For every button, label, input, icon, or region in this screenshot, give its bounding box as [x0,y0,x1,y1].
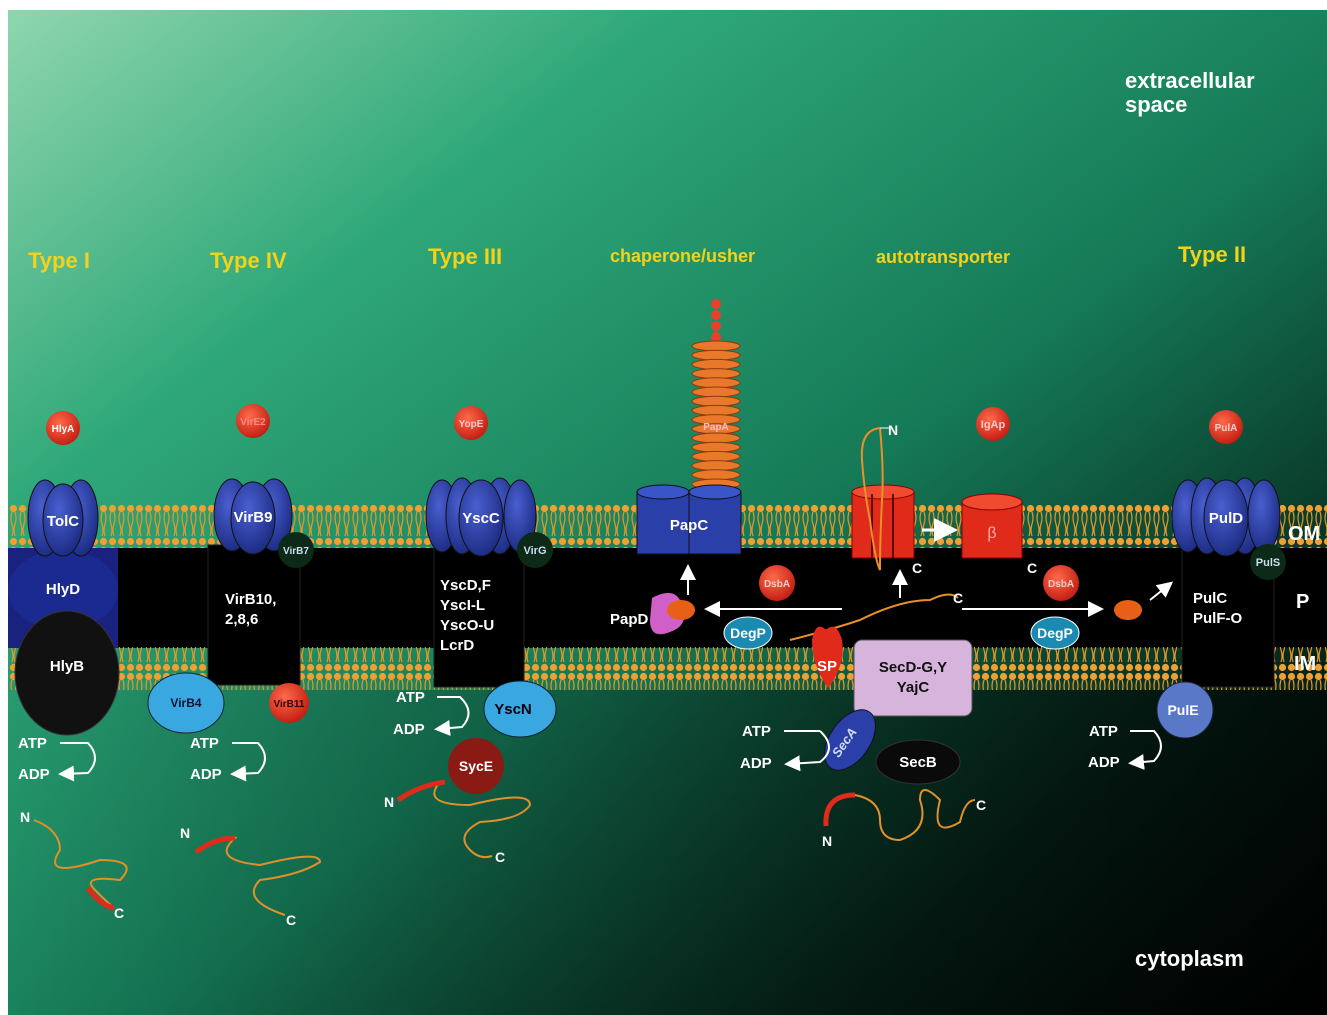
ysc-label-3: YscO-U [440,617,494,634]
type3-atp: ATP [396,689,425,706]
type3-adp: ADP [393,721,425,738]
type3-c-terminus: C [495,849,505,865]
type1-c-terminus: C [114,905,124,921]
secdg-label-1: SecD-G,Y [879,659,947,676]
ysc-label-1: YscD,F [440,577,491,594]
secdg-shape [854,640,972,716]
degp-right-label: DegP [1037,625,1073,641]
sec-adp: ADP [740,755,772,772]
autotransporter-c-beta: C [1027,560,1037,576]
om-label: OM [1288,523,1320,545]
pulc-label-1: PulC [1193,590,1227,607]
papa-label: PapA [703,422,729,433]
virb9-label: VirB9 [234,509,273,526]
hlyb-label: HlyB [50,658,84,675]
type4-n-terminus: N [180,825,190,841]
type2-atp: ATP [1089,723,1118,740]
dsba-right-label: DsbA [1048,579,1074,590]
im-label: IM [1294,653,1316,675]
pilus-rod [692,359,740,369]
autotransporter-title: autotransporter [876,247,1010,267]
cytoplasm-label: cytoplasm [1135,946,1244,971]
pilus-rod [692,387,740,397]
ysc-box [434,545,524,687]
pilus-rod [692,461,740,471]
puld-lobe-4 [1248,480,1280,552]
pilus-rod [692,433,740,443]
pilus-tip-1 [711,299,721,309]
type3-title: Type III [428,244,502,269]
pilus-rod [692,470,740,480]
virb7-label: VirB7 [283,546,309,557]
pilus-rod [692,405,740,415]
autotransporter-c-barrel: C [912,560,922,576]
virb10-label-1: VirB10, [225,591,276,608]
periplasm-c-terminus: C [953,590,963,606]
ysc-label-4: LcrD [440,637,474,654]
pilus-rod [692,378,740,388]
pilus-rod [692,442,740,452]
virb11-label: VirB11 [274,699,305,710]
pilus-rod [692,341,740,351]
hlya-label: HlyA [52,424,75,435]
type1-adp: ADP [18,766,50,783]
pilus-rod [692,451,740,461]
papc-label: PapC [670,517,709,534]
hlyd-label: HlyD [46,581,80,598]
type1-title: Type I [28,248,90,273]
pilus-rod [692,396,740,406]
virg-label: VirG [523,545,546,557]
beta-barrel-top [962,494,1022,510]
secdg-label-2: YajC [897,679,930,696]
chaperone-usher-title: chaperone/usher [610,246,755,266]
type1-n-terminus: N [20,809,30,825]
type1-atp: ATP [18,735,47,752]
virb10-label-2: 2,8,6 [225,611,258,628]
pulc-label-2: PulF-O [1193,610,1242,627]
papa-subunit [667,600,695,620]
tolc-label: TolC [47,513,79,530]
p-label: P [1296,591,1309,613]
papc-left-top [637,485,689,499]
papd-label: PapD [610,611,649,628]
sec-atp: ATP [742,723,771,740]
autotransporter-barrel [852,492,914,558]
pula-label: PulA [1215,423,1238,434]
ysc-label-2: YscI-L [440,597,485,614]
autotransporter-n-top: N [888,422,898,438]
pilus-rod [692,350,740,360]
vire2-label: VirE2 [240,417,266,428]
syce-label: SycE [459,758,493,774]
type4-title: Type IV [210,248,287,273]
secb-label: SecB [899,754,937,771]
type4-adp: ADP [190,766,222,783]
pilus-tip-3 [711,321,721,331]
type3-n-terminus: N [384,794,394,810]
pule-label: PulE [1167,702,1198,718]
virb4-label: VirB4 [170,696,201,710]
papc-right-top [689,485,741,499]
extracellular-label-1: extracellular [1125,68,1255,93]
puls-label: PulS [1256,557,1280,569]
type4-atp: ATP [190,735,219,752]
sp-label: SP [817,658,837,675]
pilus-tip-2 [711,310,721,320]
type4-c-terminus: C [286,912,296,928]
pul-substrate-subunit [1114,600,1142,620]
extracellular-label-2: space [1125,92,1187,117]
beta-label: β [987,525,996,542]
sec-n-terminus: N [822,833,832,849]
puld-label: PulD [1209,510,1243,527]
type2-adp: ADP [1088,754,1120,771]
sec-c-terminus: C [976,797,986,813]
dsba-left-label: DsbA [764,579,790,590]
degp-left-label: DegP [730,625,766,641]
pilus-rod [692,369,740,379]
yscn-label: YscN [494,701,532,718]
yscc-label: YscC [462,510,500,527]
yope-label: YopE [459,419,484,430]
igap-label: IgAp [981,419,1006,431]
type2-title: Type II [1178,242,1246,267]
